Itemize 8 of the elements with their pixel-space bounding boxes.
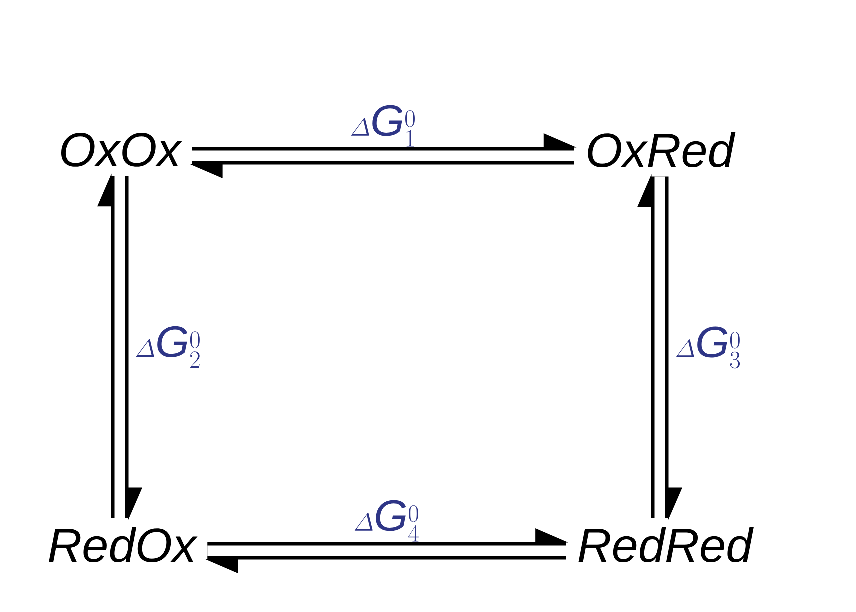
edge-label: $\varDelta \mathit{G}_1^0$ (351, 105, 415, 147)
state-label: RedOx (49, 527, 198, 563)
edge-label: $\varDelta \mathit{G}_4^0$ (354, 500, 419, 542)
state-label: RedRed (578, 527, 754, 563)
state-label: OxOx (62, 133, 183, 167)
edge-label: $\varDelta \mathit{G}_2^0$ (136, 326, 200, 368)
edge-label: $\varDelta \mathit{G}_3^0$ (676, 326, 740, 369)
state-label: OxRed (588, 132, 736, 168)
